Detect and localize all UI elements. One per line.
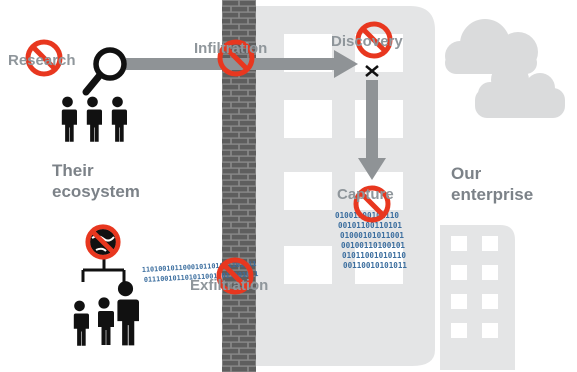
label-their-ecosystem: Their ecosystem [52, 161, 140, 201]
org-chart-icon [81, 258, 126, 282]
binary-line: 01000101011001 [340, 231, 404, 240]
infiltration-arrow [126, 50, 358, 78]
people-icon [59, 96, 127, 142]
magnifier-icon [82, 47, 127, 96]
binary-line: 01001100101110 [335, 211, 399, 220]
label-infiltration: Infiltration [194, 40, 268, 57]
label-our-enterprise: Our enterprise [451, 164, 534, 204]
discovery-arrow [358, 80, 386, 180]
cloud-icon [445, 19, 538, 74]
label-exfiltration: Exfiltration [190, 277, 269, 294]
binary-line: 01011001010110 [342, 251, 406, 260]
captured-data: 01001100101110 00101100110101 0100010101… [335, 211, 407, 270]
office-building-icon [440, 225, 515, 370]
label-research: Research [8, 52, 76, 69]
binary-line: 00101100110101 [338, 221, 402, 230]
binary-line: 00110010101011 [343, 261, 407, 270]
label-discovery: Discovery [331, 33, 403, 50]
binary-line: 00100110100101 [341, 241, 405, 250]
target-mark-icon [365, 65, 379, 77]
enterprise-building [256, 6, 435, 366]
cloud-icon [475, 61, 565, 118]
label-capture: Capture [337, 186, 394, 203]
people-icon [71, 281, 139, 346]
